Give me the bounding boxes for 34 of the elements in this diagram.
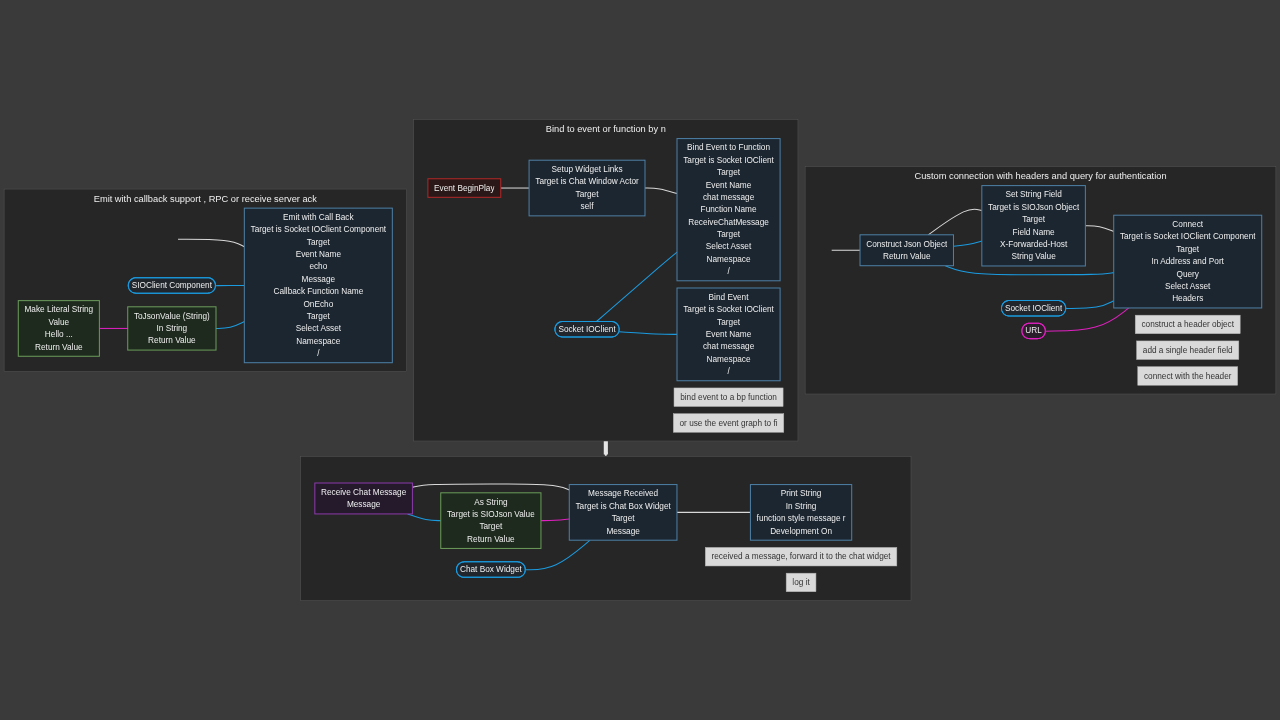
connector [1045,307,1130,332]
cluster [300,456,912,601]
connector [215,284,245,287]
connector [177,238,245,248]
connector [644,187,678,195]
connector [500,187,530,189]
connector [525,539,591,571]
connector [540,518,570,522]
node-box: Emit with Call Back Target is Socket IOClient Component Target Event Name echo Message Callback Function Name OnEcho Target Select Asset Namespace / [243,207,393,364]
node-box: Setup Widget Links Target is Chat Window Actor Target self [528,159,646,217]
node-box: Connect Target is Socket IOClient Component Target In Address and Port Query Select Asset Headers [1113,214,1263,309]
node-box: Construct Json Object Return Value [859,234,954,267]
node-box: Event BeginPlay [427,178,502,198]
connector [595,251,678,323]
node-box: Print String In String function style message r Development On [749,484,853,541]
node-box: add a single header field [1136,340,1240,360]
node-box: Bind Event Target is Socket IOClient Target Event Name chat message Namespace / [676,287,781,382]
connector [831,249,861,251]
node-box: As String Target is SIOJson Value Target Return Value [440,492,542,549]
node-box: Bind Event to Function Target is Socket IOClient Target Event Name chat message Function Name ReceiveChatMessage Target Select Asset Namespace / [676,138,781,282]
node-box: Message Received Target is Chat Box Widget Target Message [568,484,678,541]
node-box: Make Literal String Value Hello ... Return Value [17,300,100,357]
connector [676,511,751,513]
arrow [603,440,609,457]
node-box: ToJsonValue (String) In String Return Value [127,306,217,351]
connector [618,331,678,335]
node-box: Set String Field Target is SIOJson Object Target Field Name X-Forwarded-Host String Value [981,185,1086,267]
node-box: or use the event graph to fi [673,413,785,433]
node-box: bind event to a bp function [673,387,784,407]
node-box: connect with the header [1137,366,1238,386]
node-box: received a message, forward it to the chat widget [705,547,898,567]
node-box: log it [785,572,817,592]
node-box: construct a header object [1135,314,1241,334]
node-box: Receive Chat Message Message [314,482,413,515]
